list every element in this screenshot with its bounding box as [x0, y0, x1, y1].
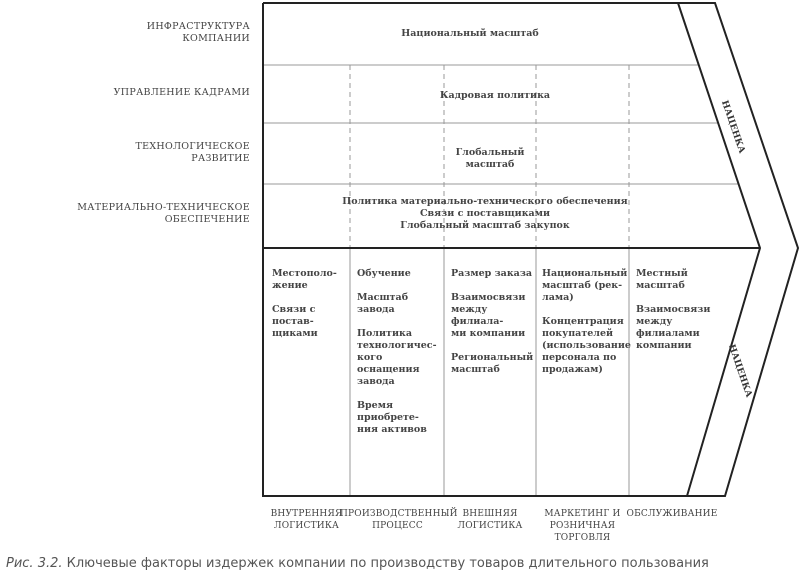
outer-chevron	[262, 2, 800, 497]
figure-caption: Рис. 3.2. Ключевые факторы издержек комп…	[6, 556, 709, 571]
cost-driver: Национальный масштаб (рек- лама)	[542, 268, 628, 303]
caption-text: Ключевые факторы издержек компании по пр…	[62, 556, 709, 571]
primary-cell-outbound: Размер заказа Взаимосвязи между филиала-…	[451, 268, 535, 388]
support-label-technology: ТЕХНОЛОГИЧЕСКОЕ РАЗВИТИЕ	[135, 141, 250, 164]
support-content-technology: Глобальный масштаб	[455, 147, 525, 170]
support-content-procurement: Политика материально-технического обеспе…	[342, 196, 628, 231]
activity-service: ОБСЛУЖИВАНИЕ	[626, 509, 718, 519]
cost-driver: Время приобрете- ния активов	[357, 400, 427, 435]
support-content-infrastructure: Национальный масштаб	[401, 28, 539, 39]
cost-driver: Масштаб завода	[357, 292, 409, 315]
cost-driver: Взаимосвязи между филиала- ми компании	[451, 292, 526, 339]
primary-cell-inbound: Местополо- жение Связи с постав- щиками	[272, 268, 350, 352]
cost-driver: Местополо- жение	[272, 268, 337, 291]
primary-cell-operations: Обучение Масштаб завода Политика техноло…	[357, 268, 443, 448]
cost-driver: Концентрация покупателей (использование …	[542, 316, 631, 375]
activity-inbound-logistics: ВНУТРЕННЯЯ ЛОГИСТИКА	[270, 509, 343, 531]
primary-cell-service: Местный масштаб Взаимосвязи между филиал…	[636, 268, 736, 364]
cost-driver: Обучение	[357, 268, 411, 279]
support-label-infrastructure: ИНФРАСТРУКТУРА КОМПАНИИ	[146, 21, 250, 44]
support-label-hr: УПРАВЛЕНИЕ КАДРАМИ	[113, 87, 250, 98]
support-content-hr: Кадровая политика	[439, 90, 551, 101]
cost-driver: Региональный масштаб	[451, 352, 534, 375]
cost-driver: Политика технологичес- кого оснащения за…	[357, 328, 437, 387]
activity-operations: ПРОИЗВОДСТВЕННЫЙ ПРОЦЕСС	[340, 509, 458, 531]
caption-prefix: Рис. 3.2.	[6, 556, 63, 571]
support-label-procurement: МАТЕРИАЛЬНО-ТЕХНИЧЕСКОЕ ОБЕСПЕЧЕНИЕ	[77, 202, 250, 225]
activity-marketing-sales: МАРКЕТИНГ И РОЗНИЧНАЯ ТОРГОВЛЯ	[544, 509, 621, 543]
cost-driver: Взаимосвязи между филиалами компании	[636, 304, 711, 351]
cost-driver: Связи с постав- щиками	[272, 304, 318, 339]
primary-cell-marketing: Национальный масштаб (рек- лама) Концент…	[542, 268, 631, 388]
cost-driver: Размер заказа	[451, 268, 533, 279]
cost-driver: Местный масштаб	[636, 268, 688, 291]
activity-outbound-logistics: ВНЕШНЯЯ ЛОГИСТИКА	[457, 509, 523, 531]
